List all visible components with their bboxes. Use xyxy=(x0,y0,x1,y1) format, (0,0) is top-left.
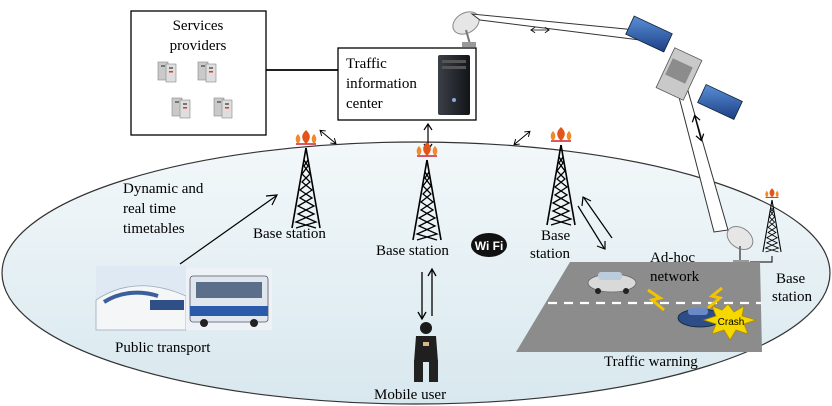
base-station-label-4-line1: Base xyxy=(776,271,806,287)
arrow-transport-bs1 xyxy=(179,194,279,265)
tic-label-line1: Traffic xyxy=(346,56,387,72)
traffic-warning-label: Traffic warning xyxy=(604,354,698,370)
server-icon xyxy=(157,61,177,83)
tic-label-line2: information xyxy=(346,76,417,92)
mobile-user-label: Mobile user xyxy=(374,387,446,403)
satellite-icon xyxy=(625,15,743,121)
base-station-label-3-line1: Base xyxy=(541,228,571,244)
bus-image xyxy=(186,268,272,330)
arrow-tic-bs1 xyxy=(317,127,339,147)
server-tower-icon xyxy=(438,55,470,115)
crash-label: Crash xyxy=(718,317,745,328)
base-station-label-2: Base station xyxy=(376,243,449,259)
base-station-label-4-line2: station xyxy=(772,289,812,305)
satellite-dish-icon xyxy=(452,11,480,47)
server-icon xyxy=(197,61,217,83)
tic-label-line3: center xyxy=(346,96,383,112)
car-icon xyxy=(587,272,637,294)
dynamic-label-line2: real time xyxy=(123,201,176,217)
server-icon xyxy=(171,97,191,119)
crash-burst-icon: Crash xyxy=(702,303,758,341)
wifi-logo-icon: Wi Fi xyxy=(471,233,507,257)
base-station-label-1: Base station xyxy=(253,226,326,242)
mobile-user-icon xyxy=(414,322,438,382)
dynamic-label-line3: timetables xyxy=(123,221,185,237)
services-providers-box: Services providers xyxy=(130,10,267,136)
arrow-tic-bs3 xyxy=(511,128,533,148)
satellite-beam xyxy=(470,13,729,233)
public-transport-label: Public transport xyxy=(115,340,211,356)
lightning-icon xyxy=(647,286,724,312)
crashed-car-icon xyxy=(677,308,723,328)
base-station-label-3-line2: station xyxy=(530,246,570,262)
train-image xyxy=(95,266,187,331)
arrow-bs3-road xyxy=(577,196,613,250)
server-icon xyxy=(213,97,233,119)
services-label-line1: Services xyxy=(173,18,224,34)
arrow-bs2-mobile xyxy=(417,267,437,321)
adhoc-label-line1: Ad-hoc xyxy=(650,250,695,266)
traffic-information-center-box: Traffic information center xyxy=(337,47,477,121)
services-label-line2: providers xyxy=(170,38,227,54)
dynamic-label-line1: Dynamic and xyxy=(123,181,204,197)
adhoc-label-line2: network xyxy=(650,269,700,285)
road: Crash xyxy=(516,262,762,352)
wifi-text: Wi Fi xyxy=(475,239,504,253)
